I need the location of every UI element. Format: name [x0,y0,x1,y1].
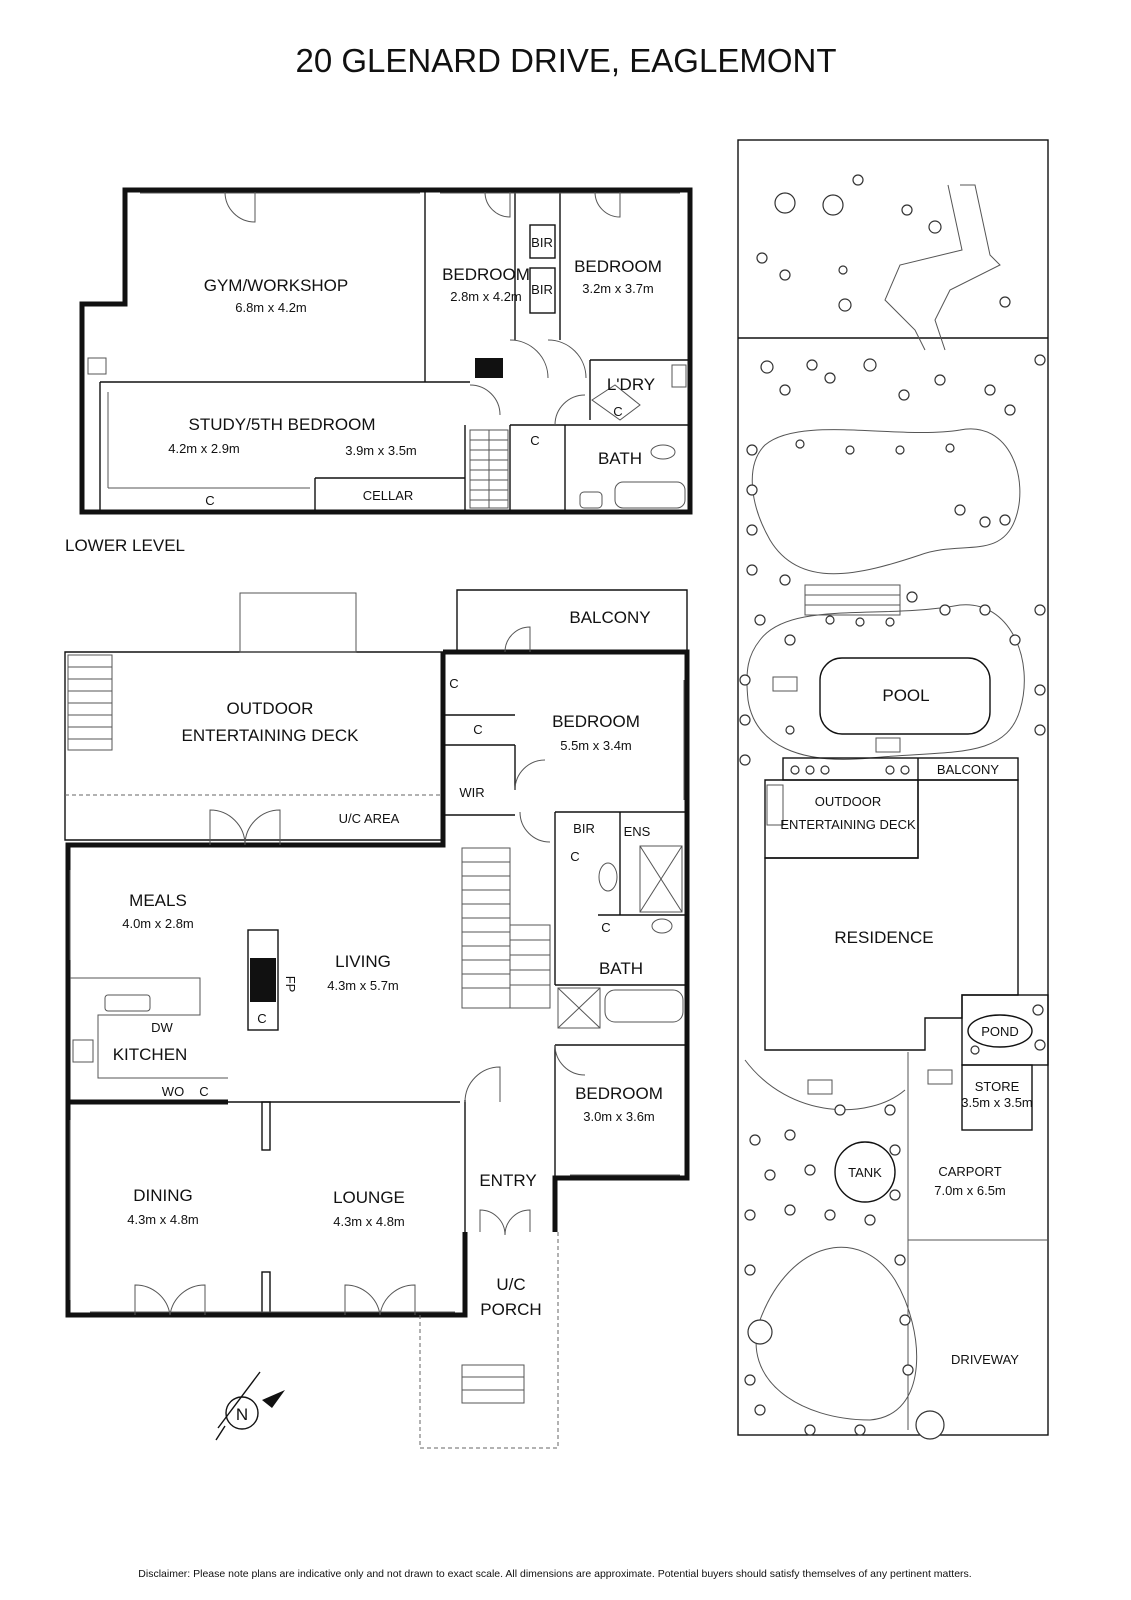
site-balcony-label: BALCONY [937,762,999,777]
site-deck-label-1: OUTDOOR [815,794,881,809]
lower-cupboard-2: C [530,433,539,448]
balcony-label: BALCONY [569,608,650,627]
lower-bedroom-b-dim: 3.2m x 3.7m [582,281,654,296]
deck-label-1: OUTDOOR [227,699,314,718]
lower-level-plan [79,187,693,515]
small-bedroom-dim: 3.0m x 3.6m [583,1109,655,1124]
ground-level-plan [64,589,690,1449]
cupboard-4: C [601,920,610,935]
lounge-label: LOUNGE [333,1188,405,1207]
cupboard-5: C [257,1011,266,1026]
study-dim-right: 3.9m x 3.5m [345,443,417,458]
gym-label: GYM/WORKSHOP [204,276,349,295]
cupboard-3: C [570,849,579,864]
ens-label: ENS [624,824,651,839]
fireplace-label: FP [283,976,298,993]
cellar-label: CELLAR [363,488,414,503]
lower-bir-2: BIR [531,282,553,297]
plan-title: 20 GLENARD DRIVE, EAGLEMONT [296,42,837,79]
laundry-label: L'DRY [607,375,655,394]
dishwasher-label: DW [151,1020,173,1035]
pool-label: POOL [882,686,929,705]
small-bedroom-label: BEDROOM [575,1084,663,1103]
driveway-label: DRIVEWAY [951,1352,1019,1367]
bath-label: BATH [599,959,643,978]
store-label: STORE [975,1079,1020,1094]
lower-bedroom-b-label: BEDROOM [574,257,662,276]
living-dim: 4.3m x 5.7m [327,978,399,993]
meals-dim: 4.0m x 2.8m [122,916,194,931]
dining-dim: 4.3m x 4.8m [127,1212,199,1227]
carport-label: CARPORT [938,1164,1001,1179]
study-label: STUDY/5TH BEDROOM [188,415,375,434]
wir-label: WIR [459,785,484,800]
compass: N [215,1371,285,1441]
site-deck-label-2: ENTERTAINING DECK [780,817,916,832]
disclaimer: Disclaimer: Please note plans are indica… [138,1568,971,1580]
tank-label: TANK [848,1165,882,1180]
study-dim-left: 4.2m x 2.9m [168,441,240,456]
porch-label-1: U/C [496,1275,525,1294]
residence-label: RESIDENCE [834,928,933,947]
lower-bedroom-a-label: BEDROOM [442,265,530,284]
carport-dim: 7.0m x 6.5m [934,1183,1006,1198]
deck-label-2: ENTERTAINING DECK [182,726,360,745]
compass-label: N [236,1405,248,1424]
living-label: LIVING [335,952,391,971]
bir-label: BIR [573,821,595,836]
cupboard-2: C [473,722,482,737]
pond-label: POND [981,1024,1019,1039]
lower-bir-1: BIR [531,235,553,250]
cupboard-6: C [199,1084,208,1099]
meals-label: MEALS [129,891,187,910]
lower-cupboard-3: C [613,404,622,419]
kitchen-label: KITCHEN [113,1045,188,1064]
gym-dim: 6.8m x 4.2m [235,300,307,315]
wall-oven-label: WO [162,1084,184,1099]
lounge-dim: 4.3m x 4.8m [333,1214,405,1229]
lower-level-heading: LOWER LEVEL [65,536,185,555]
porch-label-2: PORCH [480,1300,541,1319]
lower-bedroom-a-dim: 2.8m x 4.2m [450,289,522,304]
entry-label: ENTRY [479,1171,536,1190]
lower-cupboard-1: C [205,493,214,508]
site-plan [737,139,1049,1440]
dining-label: DINING [133,1186,193,1205]
lower-bath-label: BATH [598,449,642,468]
cupboard-1: C [449,676,458,691]
store-dim: 3.5m x 3.5m [961,1095,1033,1110]
main-bedroom-dim: 5.5m x 3.4m [560,738,632,753]
main-bedroom-label: BEDROOM [552,712,640,731]
uc-area-label: U/C AREA [339,811,400,826]
